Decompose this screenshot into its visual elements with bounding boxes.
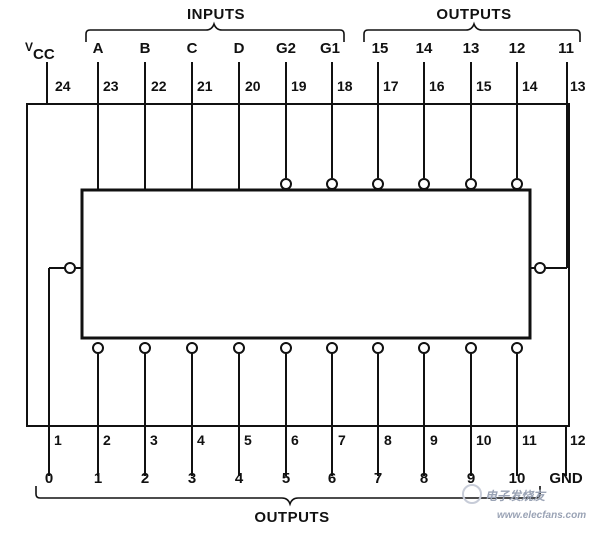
- bottom-pin-number: 2: [103, 432, 111, 448]
- bottom-pin-number: 3: [150, 432, 158, 448]
- vcc-base: V: [25, 40, 33, 54]
- bottom-bubble-9: [511, 342, 523, 354]
- bottom-pin-number: 12: [570, 432, 586, 448]
- top-signal-label: 11: [558, 40, 574, 57]
- bottom-bubble-0: [92, 342, 104, 354]
- bottom-bubble-2: [186, 342, 198, 354]
- bottom-signal-label: 9: [467, 470, 475, 487]
- bottom-pin-number: 9: [430, 432, 438, 448]
- bottom-bubble-8: [465, 342, 477, 354]
- bottom-signal-label: 8: [420, 470, 428, 487]
- bottom-pin-number: 10: [476, 432, 492, 448]
- bottom-signal-label: 5: [282, 470, 290, 487]
- bottom-signal-label: 0: [45, 470, 53, 487]
- outputs-top-header: OUTPUTS: [436, 6, 511, 23]
- bottom-pin-number: 8: [384, 432, 392, 448]
- inputs-header: INPUTS: [187, 6, 245, 23]
- top-pin-number: 23: [103, 78, 119, 94]
- top-signal-label: C: [187, 40, 198, 57]
- bottom-bubble-1: [139, 342, 151, 354]
- bottom-bubble-4: [280, 342, 292, 354]
- watermark-logo: [462, 484, 482, 504]
- bottom-signal-label: 4: [235, 470, 244, 487]
- top-signal-label: G1: [320, 40, 340, 57]
- top-pin-number: 20: [245, 78, 261, 94]
- vcc-sub: CC: [33, 46, 55, 63]
- top-pin-number: 24: [55, 78, 71, 94]
- top-pin-number: 21: [197, 78, 213, 94]
- bottom-pin-number: 4: [197, 432, 205, 448]
- vcc-label: VCC: [25, 40, 55, 63]
- bottom-signal-label: 2: [141, 470, 149, 487]
- top-pin-number: 14: [522, 78, 538, 94]
- top-signal-label: B: [140, 40, 151, 57]
- top-bubble-9: [511, 178, 523, 190]
- bottom-signal-label: 7: [374, 470, 382, 487]
- top-bubble-5: [326, 178, 338, 190]
- outputs-bottom-brace: [35, 486, 541, 507]
- top-signal-label: D: [234, 40, 245, 57]
- bottom-bubble-3: [233, 342, 245, 354]
- bottom-bubble-6: [372, 342, 384, 354]
- top-pin-number: 18: [337, 78, 353, 94]
- top-pin-number: 17: [383, 78, 399, 94]
- top-bubble-6: [372, 178, 384, 190]
- top-pin-number: 13: [570, 78, 586, 94]
- top-pin-number: 22: [151, 78, 167, 94]
- watermark-line2: www.elecfans.com: [497, 510, 586, 521]
- package-outline: [26, 103, 570, 427]
- bottom-signal-label: 1: [94, 470, 102, 487]
- logic-block: [80, 188, 532, 340]
- right-output-bubble: [534, 262, 546, 274]
- bottom-pin-number: 1: [54, 432, 62, 448]
- bottom-signal-label: 6: [328, 470, 336, 487]
- top-pin-number: 19: [291, 78, 307, 94]
- top-pin-number: 16: [429, 78, 445, 94]
- bottom-bubble-7: [418, 342, 430, 354]
- top-signal-label: A: [93, 40, 104, 57]
- top-signal-label: 15: [372, 40, 389, 57]
- bottom-pin-number: 11: [522, 432, 537, 448]
- outputs-top-brace: [363, 21, 581, 42]
- bottom-pin-number: 6: [291, 432, 299, 448]
- watermark-line1: 电子发烧友: [485, 489, 547, 503]
- outputs-bottom-header: OUTPUTS: [254, 509, 329, 526]
- wires: [46, 62, 568, 476]
- bottom-signal-label: 10: [509, 470, 526, 487]
- inputs-brace: [85, 21, 345, 42]
- top-bubble-4: [280, 178, 292, 190]
- bottom-signal-label: GND: [549, 470, 583, 487]
- top-signal-label: G2: [276, 40, 296, 57]
- bottom-bubble-5: [326, 342, 338, 354]
- bottom-pin-number: 5: [244, 432, 252, 448]
- top-signal-label: 14: [416, 40, 433, 57]
- top-bubble-8: [465, 178, 477, 190]
- top-bubble-7: [418, 178, 430, 190]
- left-output-bubble: [64, 262, 76, 274]
- top-signal-label: 13: [463, 40, 480, 57]
- top-signal-label: 12: [509, 40, 526, 57]
- bottom-signal-label: 3: [188, 470, 196, 487]
- bottom-pin-number: 7: [338, 432, 346, 448]
- top-pin-number: 15: [476, 78, 492, 94]
